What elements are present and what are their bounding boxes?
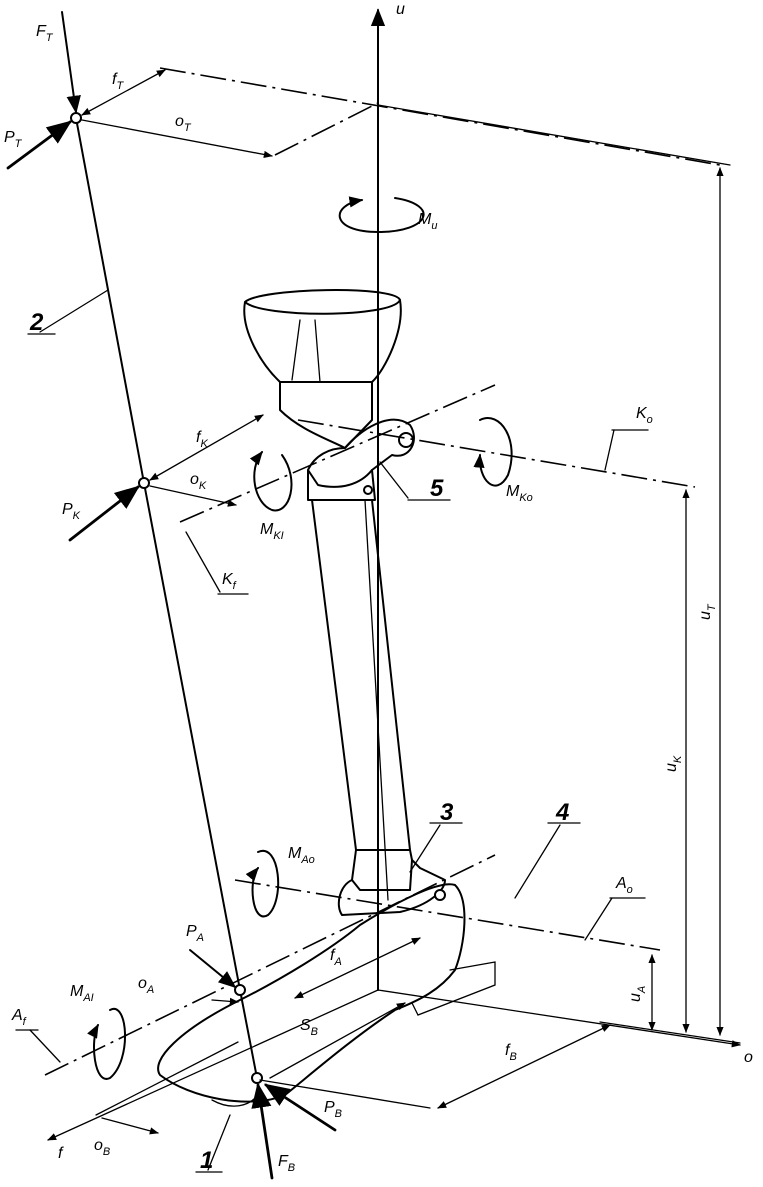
callout-4: 4: [555, 799, 569, 826]
point-A: [234, 984, 246, 996]
right-dimensions: [599, 167, 741, 1044]
point-K: [138, 477, 150, 489]
callout-3: 3: [440, 799, 454, 826]
label-PK: PK: [62, 501, 81, 522]
axis-Ao: [234, 879, 661, 951]
socket: [243, 289, 402, 383]
axes: [47, 8, 741, 1141]
label-MAo: MAo: [288, 845, 315, 866]
label-MKo: MKo: [506, 483, 533, 504]
label-uT: uT: [697, 603, 718, 620]
label-MKI: MKI: [260, 521, 284, 542]
foot: [157, 883, 466, 1103]
f-axis-line: [47, 989, 379, 1141]
label-Ao: Ao: [615, 875, 633, 896]
axis-Af: [44, 854, 496, 1076]
moment-Mu: [338, 196, 425, 233]
label-MAI: MAI: [70, 983, 94, 1004]
force-PK-arrow: [68, 485, 140, 542]
label-Mu: Mu: [418, 211, 437, 232]
label-PT: PT: [4, 129, 23, 150]
label-oT: oT: [175, 113, 192, 134]
shin-tube: [311, 499, 411, 851]
moment-MAo: [245, 849, 280, 918]
load-line: [6, 11, 337, 1180]
label-o-axis: o: [744, 1049, 753, 1066]
label-fT: fT: [112, 71, 124, 92]
callout-numbers: 2 5 3 4 1: [29, 309, 569, 1174]
label-uK: uK: [663, 755, 684, 772]
label-FT: FT: [36, 23, 54, 44]
axis-Kf: [179, 384, 496, 523]
callout-2: 2: [29, 309, 44, 336]
label-oK: oK: [190, 471, 207, 492]
label-SB: SB: [300, 1017, 318, 1038]
label-fK: fK: [196, 429, 208, 450]
force-PT-arrow: [6, 120, 73, 170]
moments: [87, 196, 513, 1080]
moment-MKo: [473, 417, 513, 487]
label-f-axis: f: [58, 1145, 64, 1162]
labels: FT PT fT oT u Mu fK oK PK MKI Kf Ko MKo …: [4, 1, 753, 1174]
label-Kf: Kf: [222, 571, 237, 592]
force-PA-arrow: [189, 949, 237, 989]
label-u-axis: u: [396, 1, 405, 18]
callouts: [15, 289, 649, 1173]
moment-MAI: [87, 1007, 127, 1080]
label-fB: fB: [505, 1042, 517, 1063]
ankle-axes: [44, 854, 661, 1135]
label-PA: PA: [186, 923, 204, 944]
knee-axes: [149, 384, 696, 523]
point-T: [70, 112, 82, 124]
moment-MKI: [249, 450, 293, 512]
knee-joint: [307, 418, 415, 488]
label-fA: fA: [330, 947, 342, 968]
force-PB-arrow: [263, 1083, 337, 1132]
point-B: [251, 1072, 263, 1084]
force-FT-arrow: [61, 11, 81, 114]
callout-1: 1: [200, 1147, 213, 1174]
label-oB: oB: [94, 1137, 110, 1158]
callout-5: 5: [430, 475, 444, 502]
o-axis-line: [377, 989, 741, 1048]
label-Af: Af: [11, 1007, 27, 1028]
label-PB: PB: [324, 1099, 342, 1120]
label-uA: uA: [627, 986, 648, 1002]
label-Ko: Ko: [636, 405, 653, 426]
label-oA: oA: [138, 975, 154, 996]
label-FB: FB: [278, 1153, 295, 1174]
axis-Ko: [297, 419, 696, 488]
prosthesis: [157, 289, 496, 1107]
top-dimensions: [81, 67, 731, 166]
